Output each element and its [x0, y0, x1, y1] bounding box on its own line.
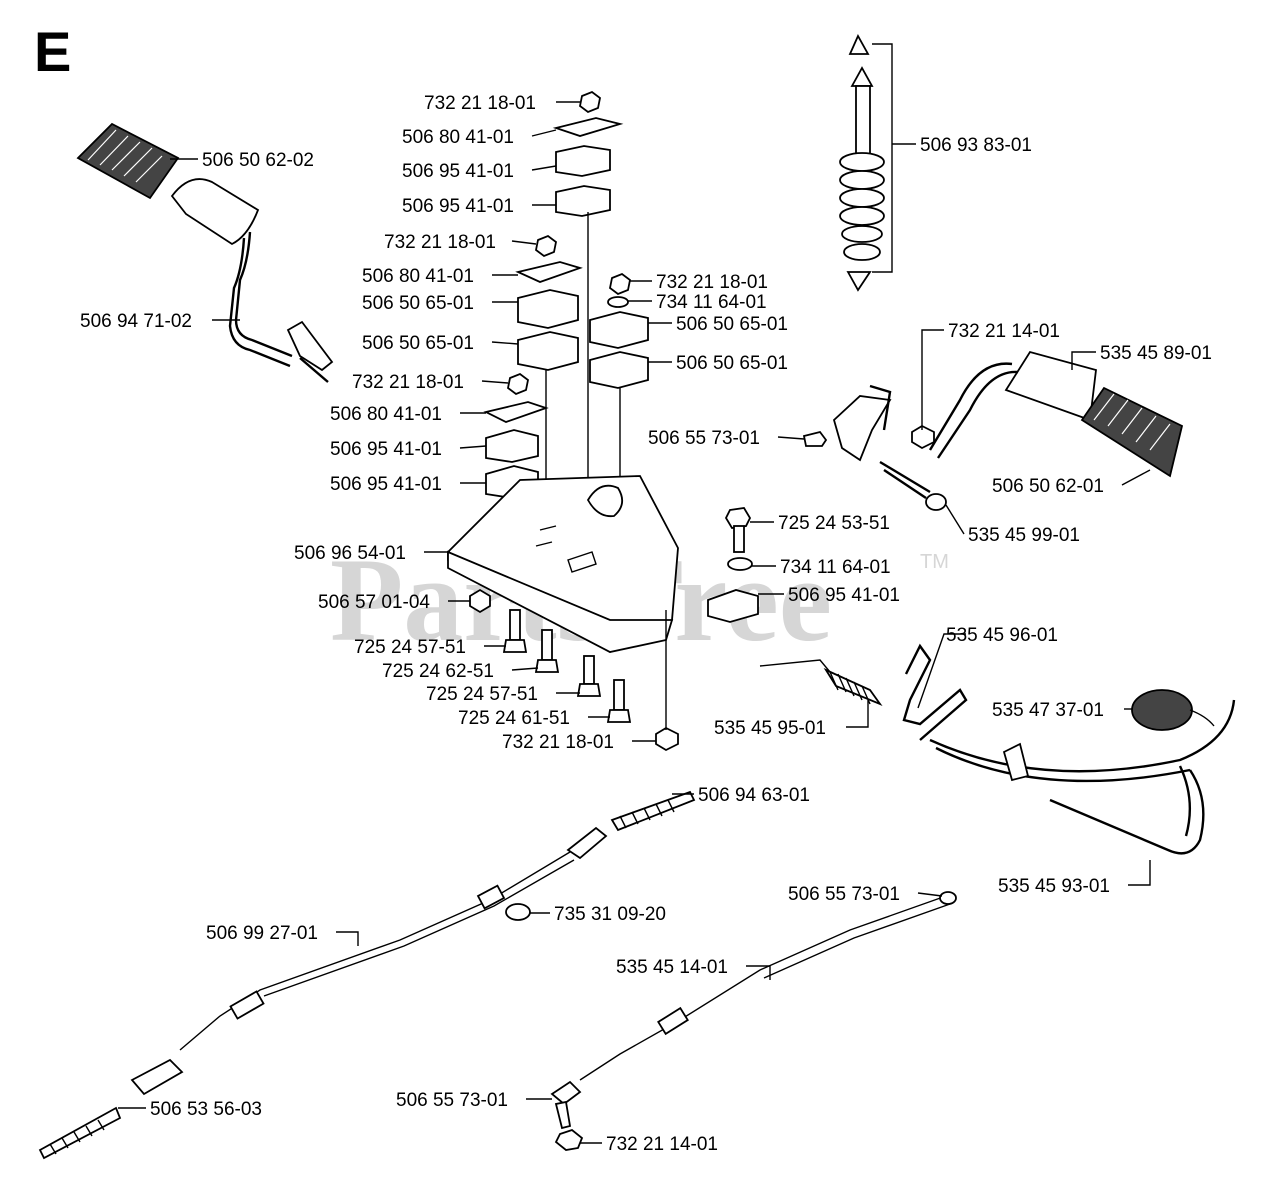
callout-c27: 506 95 41-01 [788, 585, 900, 606]
pedal-pad-right [1080, 386, 1184, 478]
clevis-pin [802, 430, 828, 447]
callout-c38: 506 94 63-01 [698, 785, 810, 806]
left-pedal-assembly [76, 122, 334, 383]
plate-3 [483, 401, 549, 423]
callout-c34: 732 21 18-01 [502, 732, 614, 753]
callout-c11: 506 95 41-01 [330, 439, 442, 460]
callout-c37: 535 45 95-01 [714, 718, 826, 739]
callout-c32: 725 24 57-51 [426, 684, 538, 705]
right-pedal-assembly [802, 350, 1184, 511]
linkage-rod [759, 643, 1236, 855]
section-letter: E [34, 20, 72, 83]
clamp-2 [517, 331, 579, 371]
callout-c08: 506 50 65-01 [362, 333, 474, 354]
callout-c25: 725 24 53-51 [778, 513, 890, 534]
cable-left [38, 790, 696, 1160]
callout-c03: 506 95 41-01 [402, 161, 514, 182]
block-3 [485, 429, 539, 463]
nut-1 [579, 90, 601, 114]
block-2 [555, 185, 611, 217]
bolt-washer-block [707, 507, 759, 623]
block-1 [555, 145, 611, 177]
callout-c24: 535 45 99-01 [968, 525, 1080, 546]
callout-c42: 506 55 73-01 [788, 884, 900, 905]
callout-c07: 506 50 65-01 [362, 293, 474, 314]
knob [1131, 689, 1193, 731]
callout-c19: 506 94 71-02 [80, 311, 192, 332]
callout-c40: 735 31 09-20 [554, 904, 666, 925]
pedal-pad-left [76, 122, 180, 200]
callout-c39: 535 45 93-01 [998, 876, 1110, 897]
pedal-sleeve-left [170, 178, 260, 246]
watermark-trademark: TM [920, 551, 949, 573]
spring-coils [839, 152, 885, 261]
callout-labels: 732 21 18-01 506 80 41-01 506 95 41-01 5… [80, 43, 1212, 1155]
pedal-nut [911, 424, 935, 450]
pedal-sleeve-right [1004, 350, 1097, 422]
callout-c14: 734 11 64-01 [656, 292, 767, 313]
callout-c45: 506 55 73-01 [396, 1090, 508, 1111]
pedal-arm-bracket [286, 320, 334, 372]
callout-c02: 506 80 41-01 [402, 127, 514, 148]
callout-c28: 506 96 54-01 [294, 543, 406, 564]
nut-3 [507, 372, 529, 396]
callout-c29: 506 57 01-04 [318, 592, 430, 613]
callout-c13: 732 21 18-01 [656, 272, 768, 293]
cable-right [550, 891, 957, 1151]
callout-c35: 535 45 96-01 [946, 625, 1058, 646]
callout-c46: 732 21 14-01 [606, 1134, 718, 1155]
center-stack-parts [483, 90, 649, 580]
callout-c09: 732 21 18-01 [352, 372, 464, 393]
callout-c21: 535 45 89-01 [1100, 343, 1212, 364]
callout-c16: 506 50 65-01 [676, 353, 788, 374]
mount-plate [447, 475, 679, 654]
callout-c04: 506 95 41-01 [402, 196, 514, 217]
callout-c33: 725 24 61-51 [458, 708, 570, 729]
plate-1 [552, 117, 624, 137]
callout-c18: 506 50 62-02 [202, 150, 314, 171]
callout-c12: 506 95 41-01 [330, 474, 442, 495]
callout-c10: 506 80 41-01 [330, 404, 442, 425]
callout-c44: 506 53 56-03 [150, 1099, 262, 1120]
pivot-bracket [832, 395, 892, 462]
callout-c20: 732 21 14-01 [948, 321, 1060, 342]
callout-c23: 506 50 62-01 [992, 476, 1104, 497]
clamp-4 [589, 351, 649, 389]
bushing [925, 493, 947, 511]
callout-c31: 725 24 62-51 [382, 661, 494, 682]
callout-c17: 506 93 83-01 [920, 135, 1032, 156]
callout-c06: 506 80 41-01 [362, 266, 474, 287]
damper-spring-unit [839, 33, 885, 292]
nut-4 [609, 272, 631, 296]
return-spring [823, 667, 883, 707]
callout-c41: 506 99 27-01 [206, 923, 318, 944]
callout-c22: 506 55 73-01 [648, 428, 760, 449]
nut-2 [535, 234, 557, 258]
clamp-3 [589, 311, 649, 349]
callout-c15: 506 50 65-01 [676, 314, 788, 335]
callout-c43: 535 45 14-01 [616, 957, 728, 978]
callout-c01: 732 21 18-01 [424, 93, 536, 114]
callout-c26: 734 11 64-01 [780, 557, 891, 578]
callout-c05: 732 21 18-01 [384, 232, 496, 253]
clamp-1 [517, 289, 579, 329]
washer-1 [607, 296, 629, 308]
bolts [469, 588, 679, 752]
callout-c30: 725 24 57-51 [354, 637, 466, 658]
callout-c36: 535 47 37-01 [992, 700, 1104, 721]
plate-2 [515, 261, 583, 283]
